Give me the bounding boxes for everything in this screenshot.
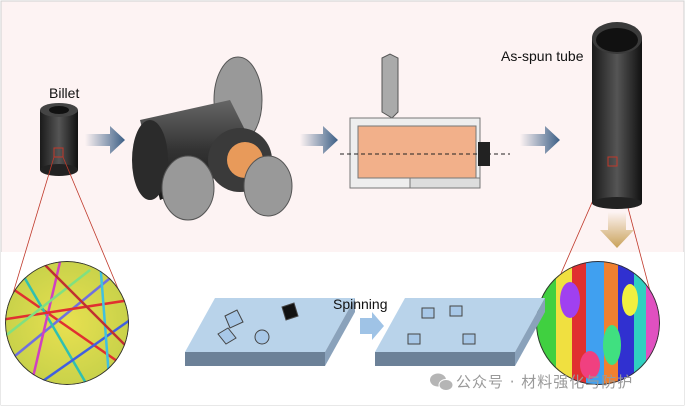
arrow-icon (85, 126, 125, 154)
lathe-icon (340, 53, 510, 189)
arrow-icon (300, 126, 338, 154)
billet-label: Billet (49, 85, 80, 101)
down-arrow-icon (600, 212, 634, 248)
tube-microstructure-image (536, 261, 660, 385)
plate-before-icon (185, 298, 355, 366)
wechat-icon (430, 373, 454, 391)
billet-microstructure-image (5, 261, 129, 385)
plate-after-icon (375, 298, 545, 366)
billet-icon (40, 103, 78, 176)
spinning-label: Spinning (333, 296, 388, 312)
spinning-machine-icon (132, 56, 293, 221)
watermark: 公众号 · 材料强化与防护 (456, 373, 634, 391)
as-spun-tube-icon (592, 22, 642, 209)
as-spun-tube-label: As-spun tube (501, 48, 584, 64)
arrow-icon (360, 312, 384, 340)
arrow-icon (520, 126, 560, 154)
